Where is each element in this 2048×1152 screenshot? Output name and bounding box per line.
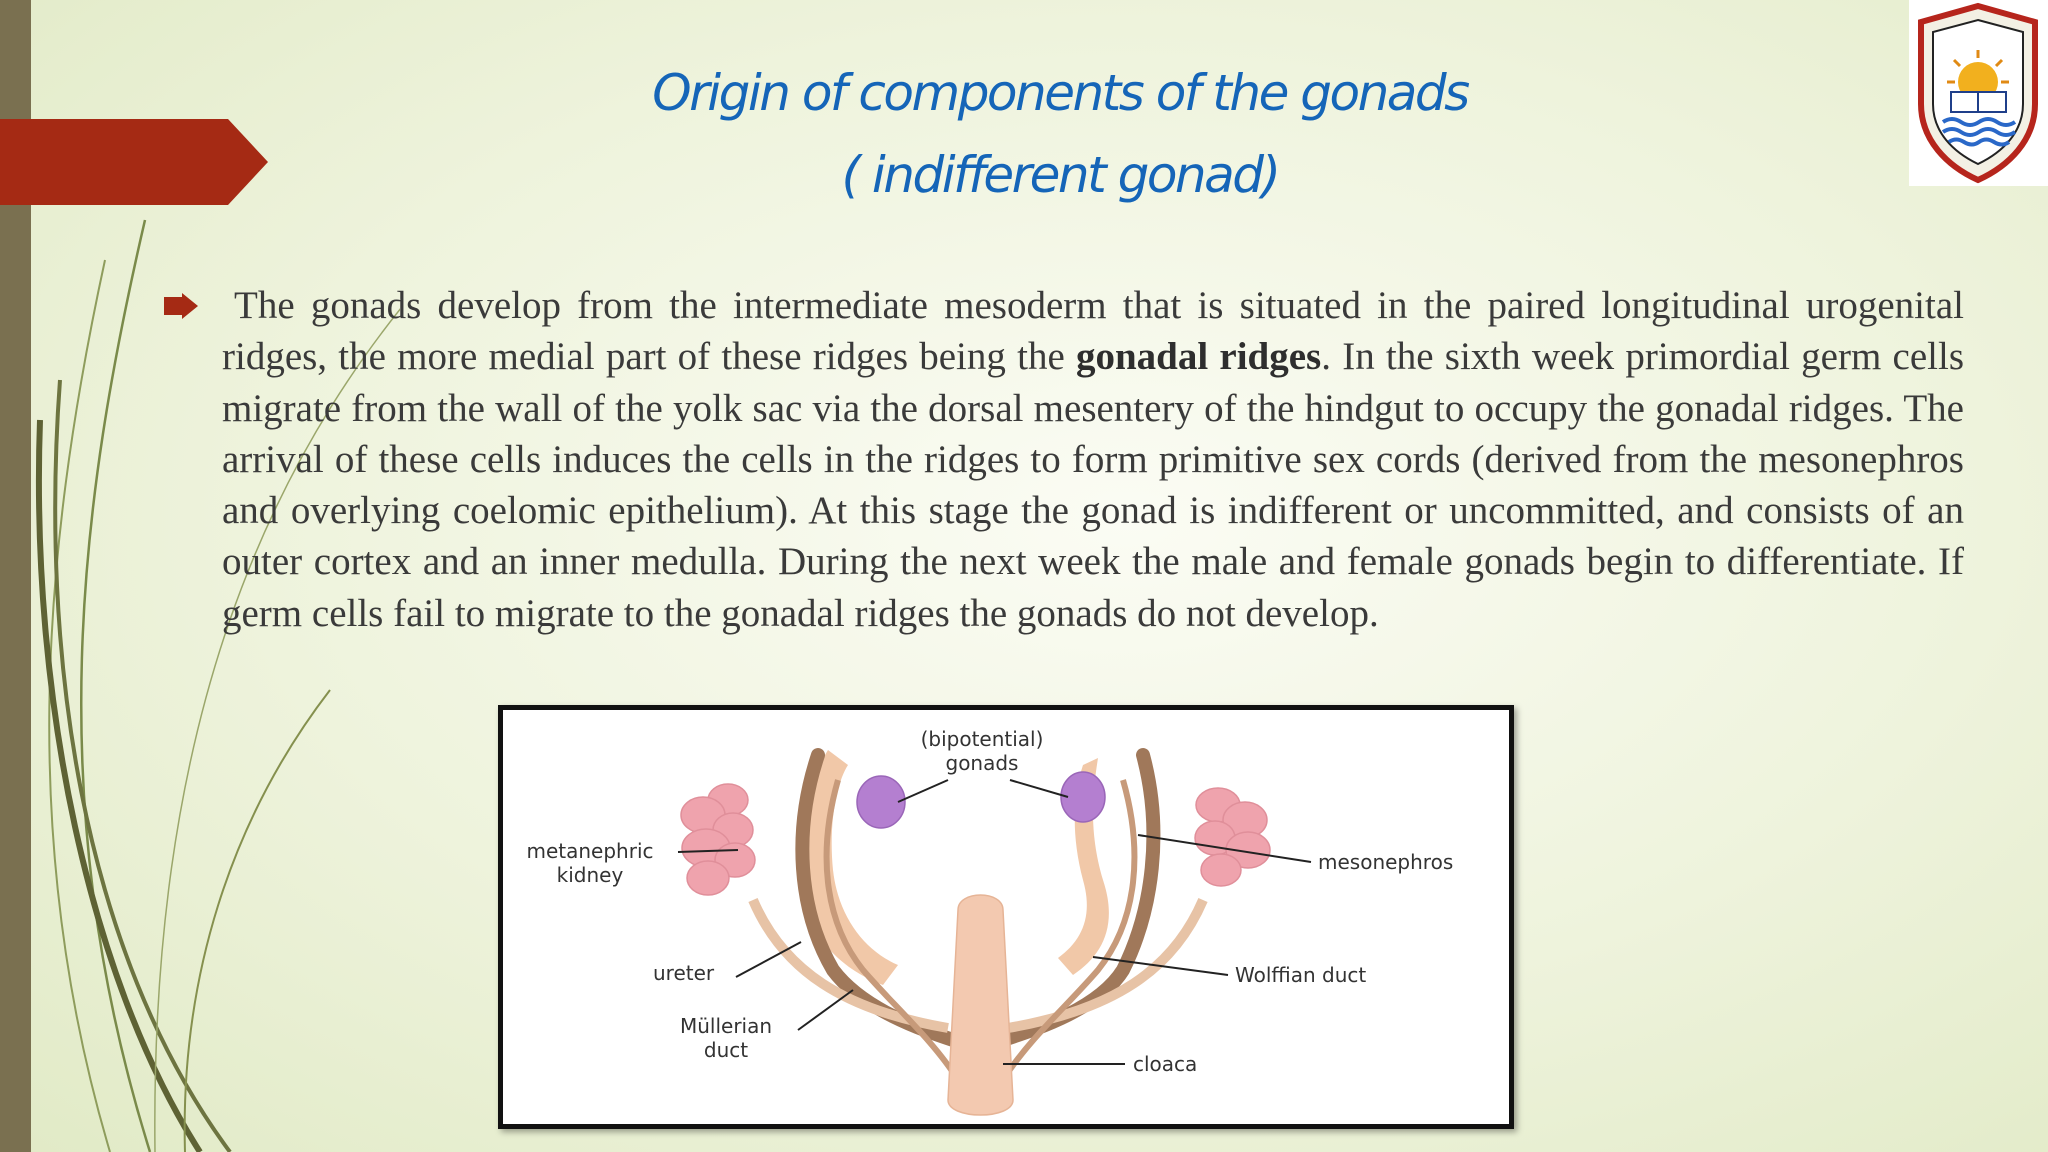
mesonephros-left [799, 750, 898, 985]
title-accent-arrow [0, 119, 268, 205]
gonad-right [1060, 771, 1106, 823]
duct-right-inner [1007, 898, 1208, 1033]
mullerian-duct-right [1000, 779, 1138, 1082]
label-gonads-line1: (bipotential) [921, 727, 1044, 751]
body-text-part-1: The gonads develop from the intermediate… [222, 284, 1964, 379]
slide-title: Origin of components of the gonads ( ind… [560, 52, 1560, 216]
body-text-bold: gonadal ridges [1075, 335, 1322, 379]
metanephric-kidney-right [1194, 787, 1271, 887]
decorative-swooshes [35, 219, 400, 1152]
label-mullerian-line1: Müllerian [680, 1014, 772, 1038]
body-text-part-2: . In the sixth week primordial germ cell… [222, 335, 1965, 635]
label-ureter: ureter [653, 961, 715, 985]
cloaca [947, 894, 1014, 1116]
title-line-2: ( indifferent gonad) [841, 146, 1282, 204]
gonad-left [856, 775, 906, 829]
university-logo [1909, 0, 2048, 186]
gonad-diagram: (bipotential) gonads metanephric kidney … [498, 705, 1514, 1129]
label-wolffian-duct: Wolffian duct [1235, 963, 1366, 987]
arrow-bullet-icon [164, 293, 198, 319]
label-cloaca: cloaca [1133, 1052, 1197, 1076]
mullerian-duct-left [823, 779, 961, 1082]
body-paragraph: The gonads develop from the intermediate… [222, 280, 1964, 639]
title-line-1: Origin of components of the gonads [652, 64, 1470, 122]
mesonephros-right [1058, 758, 1109, 975]
label-mesonephros: mesonephros [1318, 850, 1453, 874]
label-gonads-line2: gonads [946, 751, 1019, 775]
label-metanephric-line1: metanephric [526, 839, 653, 863]
metanephric-kidney-left [680, 783, 756, 896]
label-mullerian-line2: duct [704, 1038, 748, 1062]
label-metanephric-line2: kidney [557, 863, 624, 887]
